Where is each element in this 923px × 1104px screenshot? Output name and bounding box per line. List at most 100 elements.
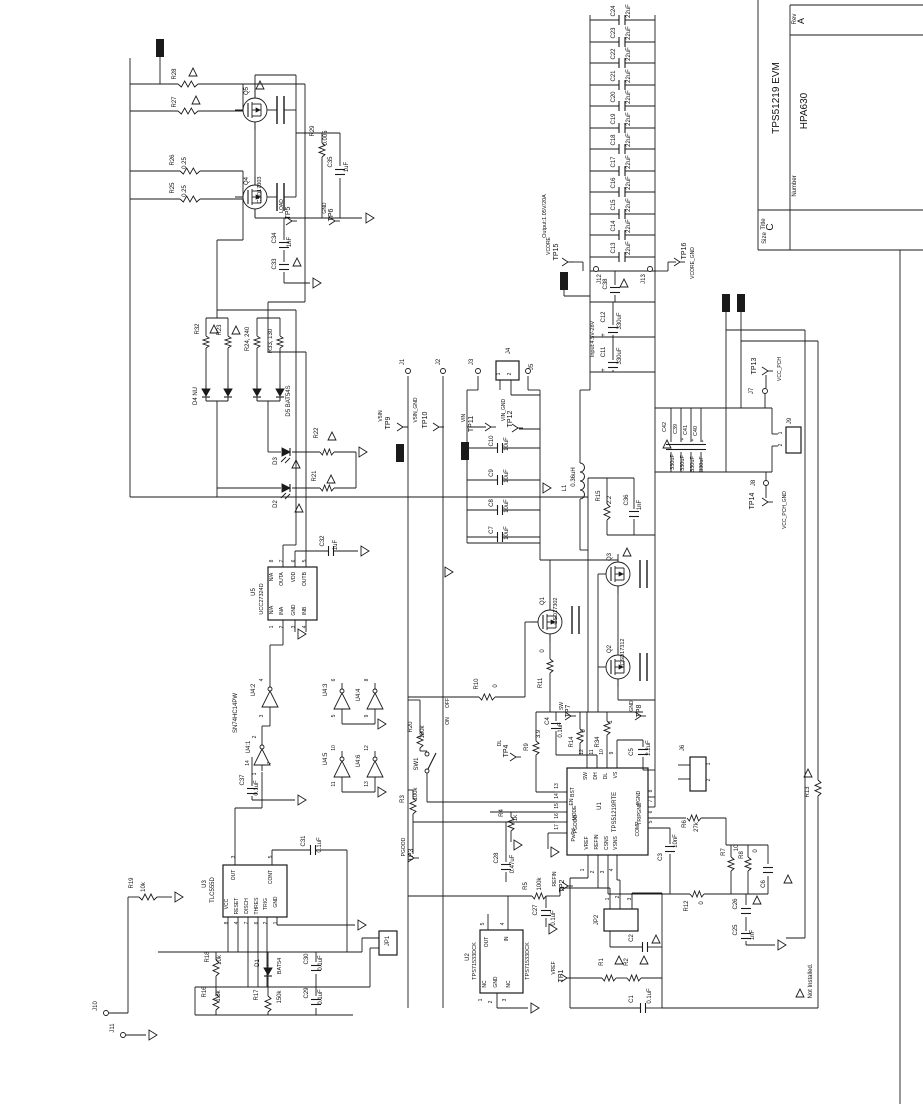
- svg-text:7: 7: [244, 921, 250, 924]
- svg-text:BAT54: BAT54: [277, 958, 283, 974]
- resistor-R3: [408, 797, 418, 815]
- variant-triangle-icon: [292, 256, 302, 267]
- svg-text:7: 7: [279, 559, 285, 562]
- svg-text:SW: SW: [559, 702, 565, 710]
- variant-triangle-icon: [619, 277, 629, 288]
- svg-text:TP7: TP7: [565, 704, 572, 717]
- svg-text:J6: J6: [680, 744, 686, 751]
- svg-text:22uF: 22uF: [626, 4, 632, 18]
- svg-text:J2: J2: [436, 358, 442, 365]
- svg-text:TP9: TP9: [385, 416, 392, 429]
- svg-text:TPS71533DCK: TPS71533DCK: [472, 942, 478, 980]
- svg-text:16: 16: [554, 813, 560, 819]
- svg-text:C29: C29: [304, 987, 310, 999]
- svg-text:R23: R23: [217, 324, 223, 336]
- svg-text:22uF: 22uF: [626, 155, 632, 169]
- svg-text:C39: C39: [673, 424, 679, 434]
- box-J4: [495, 360, 520, 381]
- resistor-R4: [506, 816, 516, 832]
- svg-text:INB: INB: [302, 606, 308, 615]
- svg-text:U4:5: U4:5: [323, 752, 329, 765]
- svg-text:TP4: TP4: [503, 744, 510, 757]
- capacitor-C32: [327, 546, 335, 556]
- svg-text:D1: D1: [255, 959, 261, 967]
- svg-text:Not Installed.: Not Installed.: [808, 963, 814, 998]
- svg-text:C26: C26: [733, 898, 739, 910]
- svg-text:R29: R29: [310, 125, 316, 137]
- capacitor-C8: [496, 505, 504, 515]
- svg-text:2.2: 2.2: [607, 495, 613, 504]
- resistor-R13: [813, 779, 823, 797]
- svg-text:C16: C16: [611, 177, 617, 189]
- svg-text:R24, 240: R24, 240: [245, 326, 251, 351]
- connector-pin-J1: [405, 368, 411, 374]
- testpoint-TP6: [328, 216, 340, 226]
- capacitor-C41: [686, 443, 696, 451]
- svg-text:DL: DL: [603, 773, 609, 780]
- resistor-R10: [478, 692, 496, 702]
- svg-text:R15: R15: [596, 490, 602, 502]
- svg-text:R20: R20: [408, 721, 414, 733]
- mosfet-Q4: [235, 177, 268, 217]
- svg-text:R14: R14: [569, 736, 575, 748]
- svg-text:VCC_PCH_GND: VCC_PCH_GND: [782, 491, 788, 529]
- svg-text:22uF: 22uF: [626, 69, 632, 83]
- ground-flag-icon: [548, 923, 558, 935]
- capacitor-C40: [696, 443, 706, 451]
- resistor-R18: [211, 959, 221, 977]
- svg-text:1: 1: [778, 431, 784, 434]
- svg-text:U4:2: U4:2: [251, 683, 257, 696]
- svg-text:TP16: TP16: [681, 243, 688, 260]
- svg-text:6: 6: [331, 678, 337, 681]
- variant-triangle-icon: [752, 894, 762, 905]
- resistor-R27: [177, 107, 199, 115]
- svg-text:0.1uF: 0.1uF: [558, 722, 564, 738]
- svg-text:C35: C35: [328, 156, 334, 168]
- svg-text:330uF: 330uF: [690, 456, 696, 472]
- svg-text:REFIN: REFIN: [594, 834, 600, 849]
- testpoint-TP14: [761, 497, 773, 507]
- svg-text:1: 1: [496, 372, 502, 375]
- fet-strap: [276, 183, 285, 211]
- svg-text:C42: C42: [662, 422, 668, 432]
- svg-text:TPS71533DCK: TPS71533DCK: [525, 942, 531, 980]
- svg-text:L1: L1: [562, 484, 568, 491]
- net-tag: [722, 294, 730, 312]
- svg-text:C23: C23: [611, 27, 617, 39]
- capacitor-C1: [639, 1003, 647, 1013]
- connector-pin-J12: [593, 266, 599, 272]
- box-U3: [222, 864, 288, 918]
- svg-text:VS: VS: [613, 771, 619, 778]
- svg-text:GND: GND: [637, 802, 643, 814]
- svg-text:ON: ON: [445, 717, 451, 725]
- svg-text:TPS51219RTE: TPS51219RTE: [612, 792, 618, 832]
- ground-flag-icon: [297, 628, 307, 640]
- diode-D4B: [223, 385, 233, 401]
- svg-text:10uF: 10uF: [504, 499, 510, 513]
- inverter-U4-6: [366, 751, 384, 783]
- svg-text:11: 11: [331, 781, 337, 786]
- svg-text:1k: 1k: [513, 814, 519, 821]
- variant-triangle-icon: [294, 502, 304, 513]
- mosfet-Q2: [598, 647, 631, 687]
- svg-text:D2: D2: [273, 500, 279, 508]
- variant-triangle-icon: [614, 954, 624, 965]
- svg-text:0.25: 0.25: [182, 185, 188, 197]
- fet-strap: [276, 96, 285, 124]
- svg-text:8: 8: [224, 921, 230, 924]
- svg-text:1nF: 1nF: [287, 236, 293, 247]
- svg-text:DH: DH: [593, 772, 599, 780]
- svg-text:TP11: TP11: [468, 416, 475, 432]
- fet-strap: [571, 606, 580, 634]
- ground-flag-icon: [444, 566, 454, 578]
- variant-triangle-icon: [622, 546, 632, 557]
- svg-text:22uF: 22uF: [626, 47, 632, 61]
- resistor-R11: [545, 658, 555, 674]
- svg-text:150k: 150k: [277, 989, 283, 1003]
- svg-text:C11: C11: [601, 346, 607, 357]
- resistor-R25: [179, 195, 201, 203]
- resistor-R29: [317, 142, 327, 158]
- resistor-R23: [223, 335, 233, 349]
- svg-text:TP3: TP3: [408, 848, 415, 861]
